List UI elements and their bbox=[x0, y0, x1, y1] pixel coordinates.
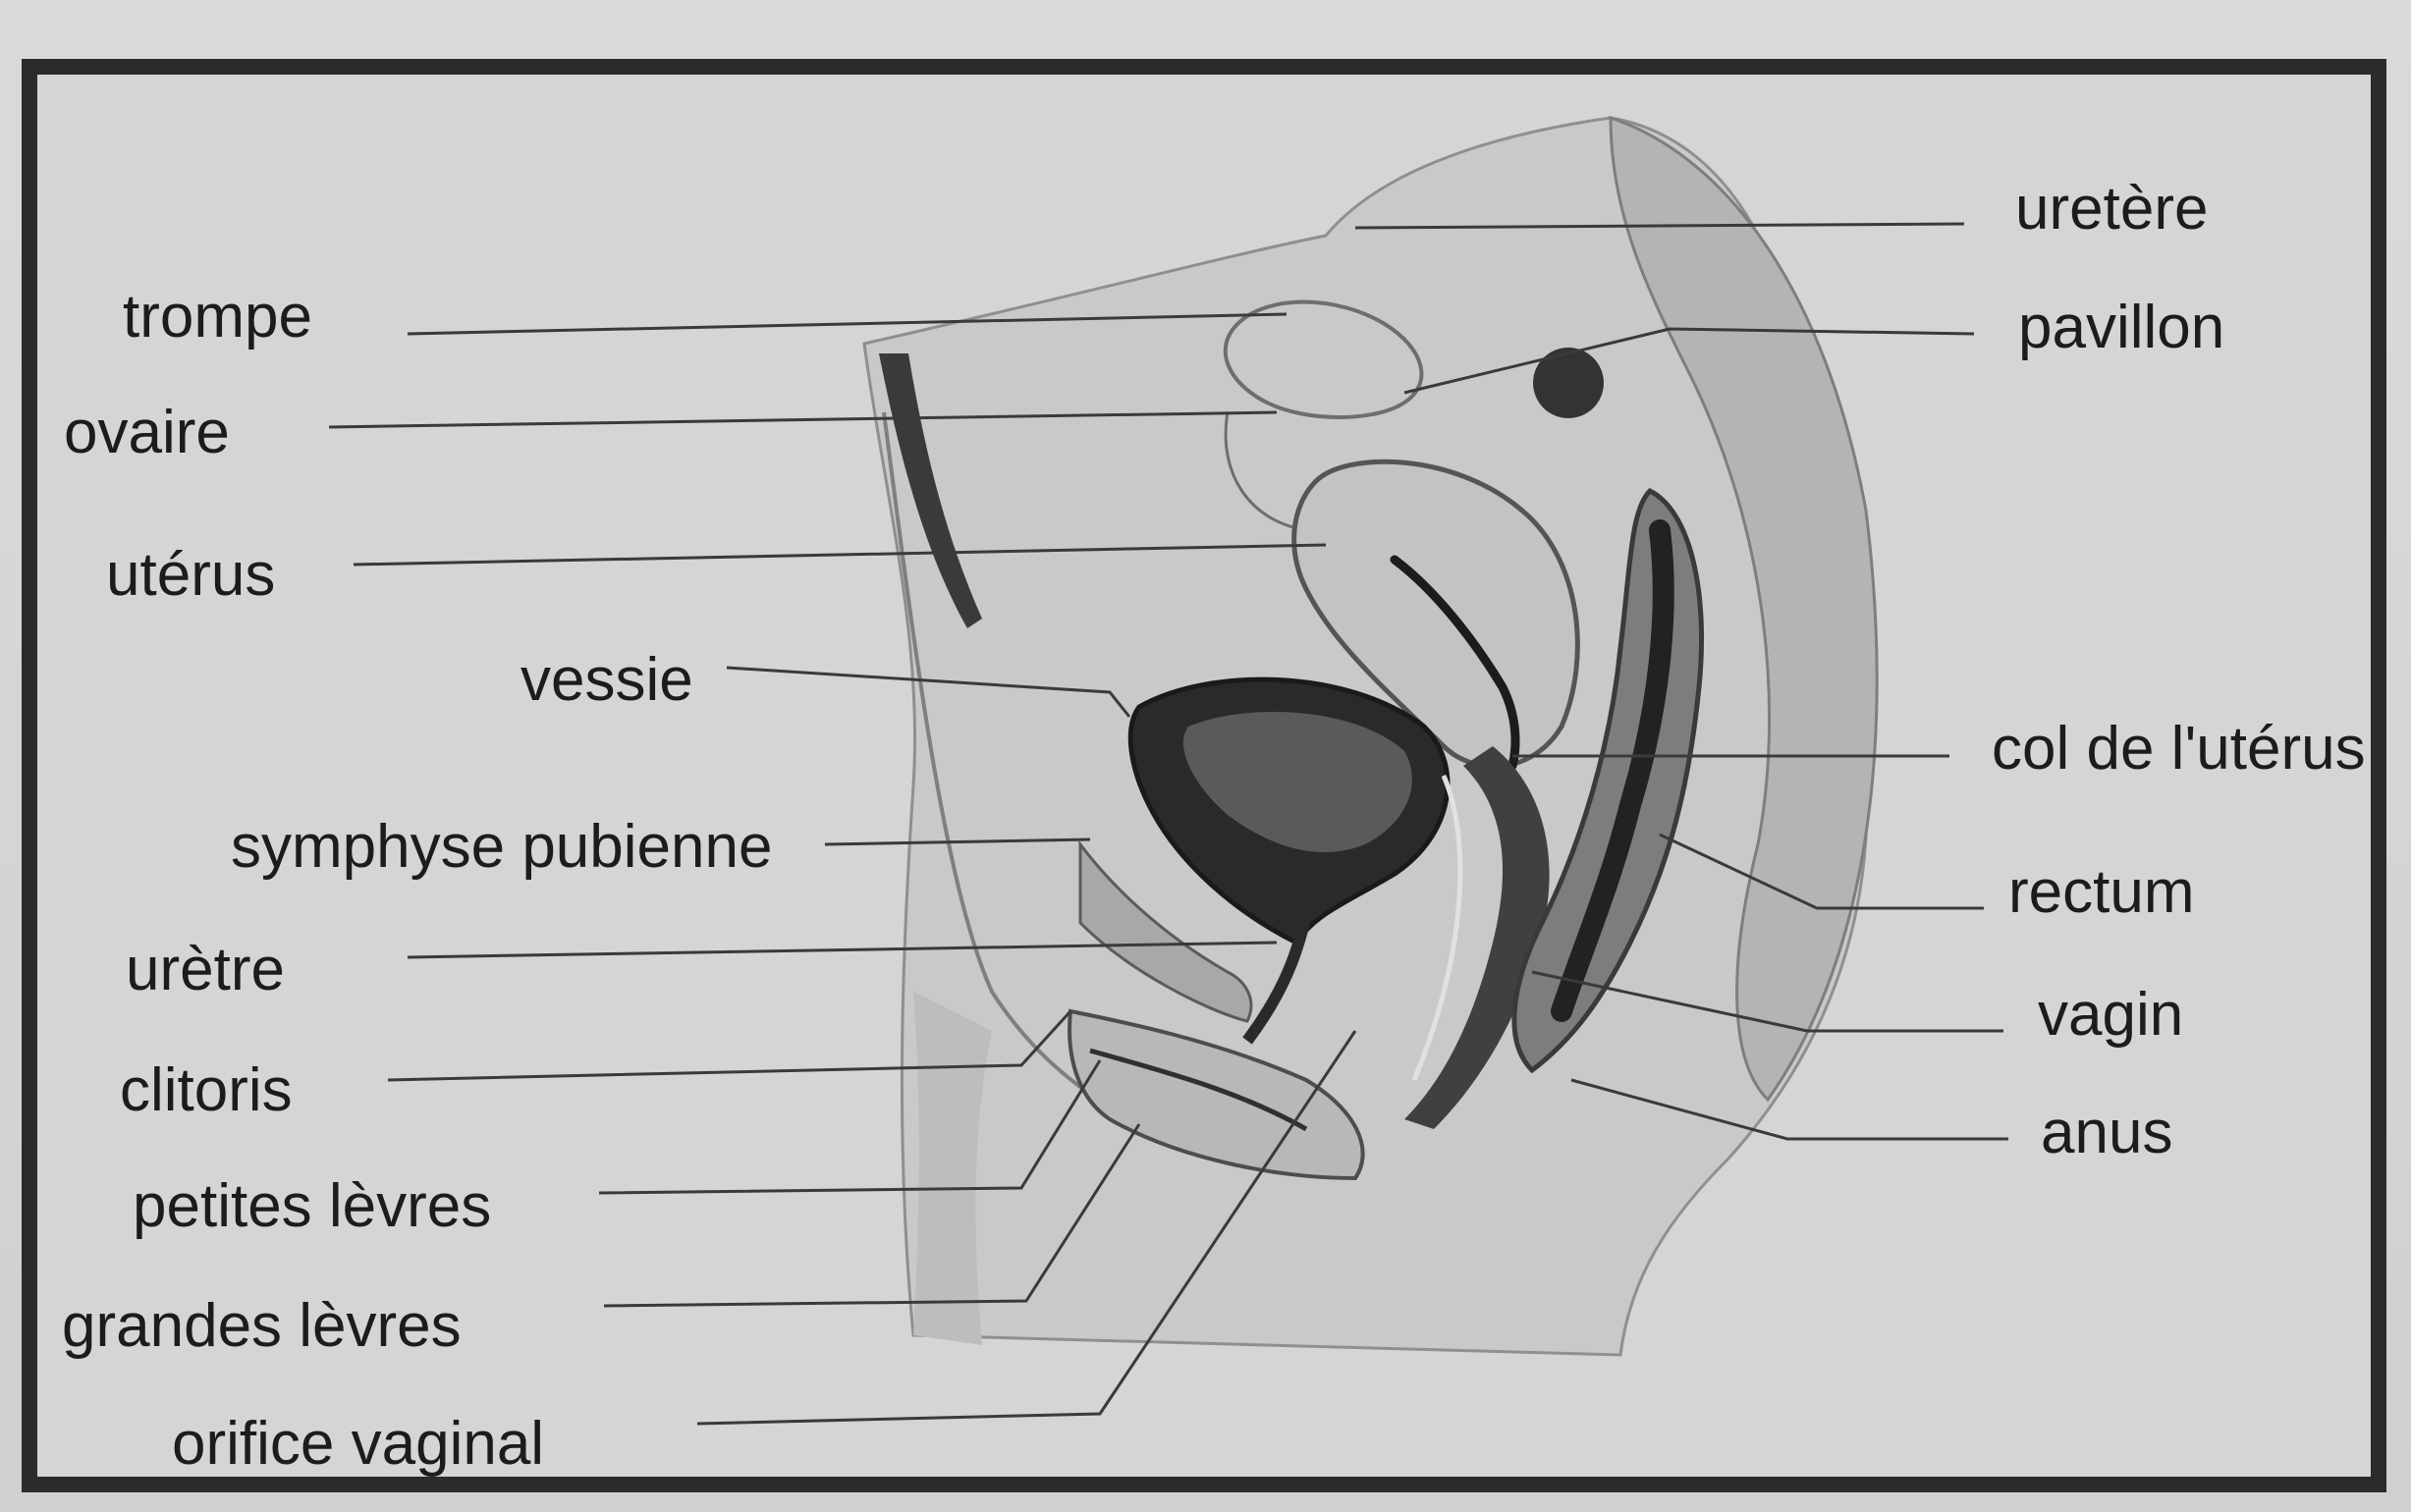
label-trompe: trompe bbox=[123, 287, 312, 348]
label-vagin: vagin bbox=[2038, 985, 2183, 1046]
label-pavillon: pavillon bbox=[2018, 297, 2224, 358]
label-petites-levres: petites lèvres bbox=[133, 1176, 491, 1237]
label-col-de-l-uterus: col de l'utérus bbox=[1992, 719, 2366, 780]
label-grandes-levres: grandes lèvres bbox=[62, 1296, 462, 1357]
label-clitoris: clitoris bbox=[120, 1060, 293, 1121]
label-uterus: utérus bbox=[106, 545, 275, 606]
label-symphyse-pubienne: symphyse pubienne bbox=[231, 817, 772, 878]
label-rectum: rectum bbox=[2008, 862, 2194, 923]
label-uretere: uretère bbox=[2015, 179, 2208, 240]
label-ovaire: ovaire bbox=[64, 403, 230, 463]
label-vessie: vessie bbox=[521, 650, 693, 711]
label-uretre: urètre bbox=[126, 940, 285, 1000]
label-orifice-vaginal: orifice vaginal bbox=[172, 1414, 544, 1475]
label-anus: anus bbox=[2041, 1103, 2172, 1163]
